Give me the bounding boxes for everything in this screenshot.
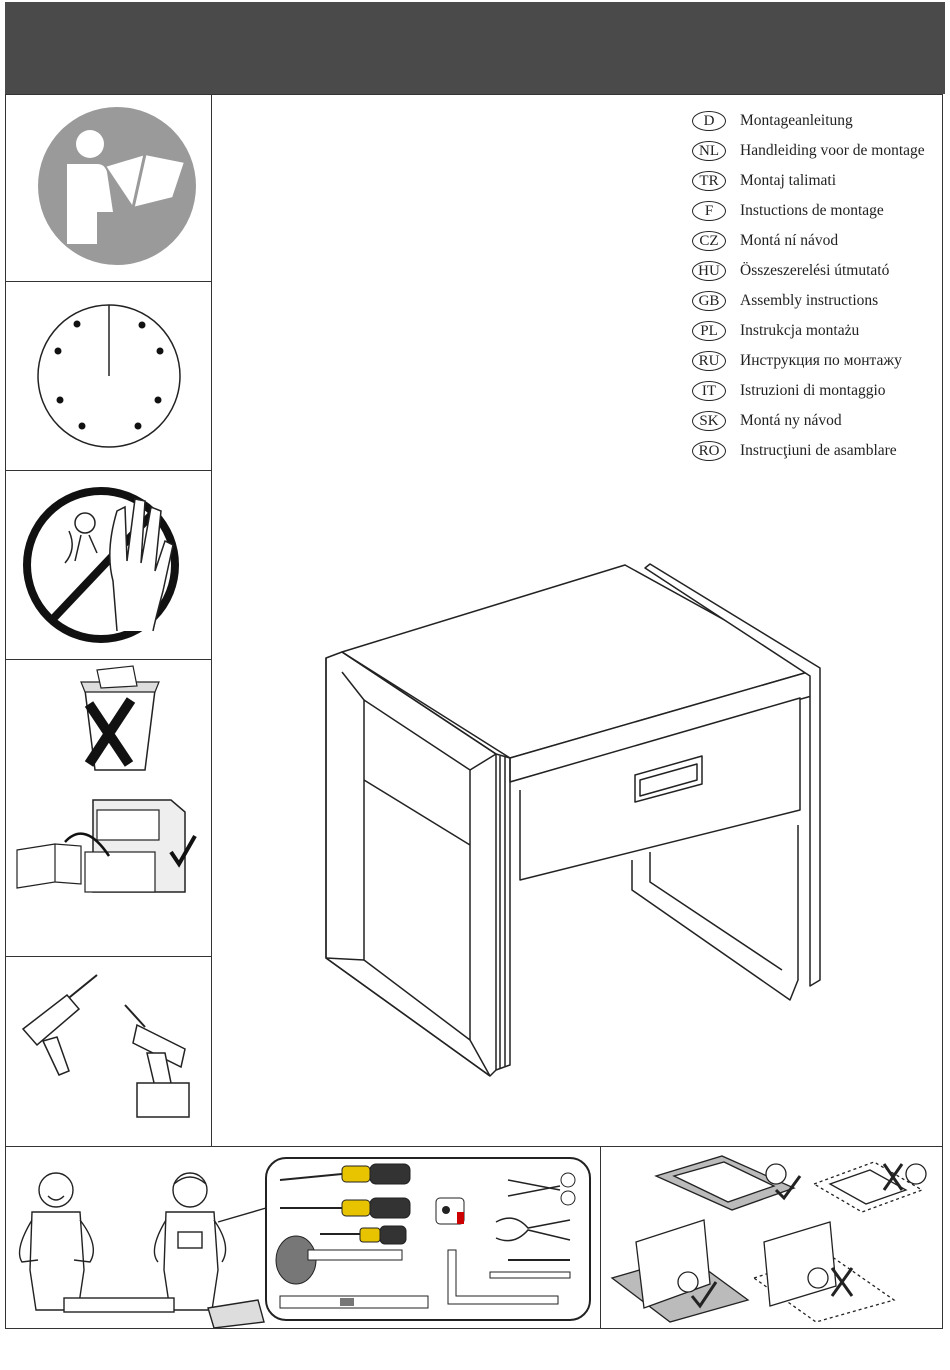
drill-bit-icon	[490, 1272, 570, 1278]
store-instructions-icon	[5, 660, 211, 957]
language-item: CZ Montá ní návod	[692, 226, 947, 256]
language-item: PL Instrukcja montażu	[692, 316, 947, 346]
language-item: IT Istruzioni di montaggio	[692, 376, 947, 406]
tape-measure-icon	[436, 1198, 464, 1224]
assembly-people-illustration	[8, 1150, 598, 1328]
language-label: Instrukcja montażu	[740, 322, 859, 340]
language-label: Összeszerelési útmutató	[740, 262, 889, 280]
language-label: Инструкция по монтажу	[740, 352, 902, 370]
language-code-badge: SK	[692, 411, 726, 431]
language-item: D Montageanleitung	[692, 106, 947, 136]
power-tools-icon	[5, 957, 211, 1146]
language-code-badge: RU	[692, 351, 726, 371]
read-manual-icon	[5, 94, 211, 282]
assemble-on-soft-surface-ok	[656, 1156, 800, 1210]
language-label: Montá ny návod	[740, 412, 842, 430]
language-code-badge: NL	[692, 141, 726, 161]
header-bar	[5, 2, 945, 94]
language-code-badge: D	[692, 111, 726, 131]
language-item: SK Montá ny návod	[692, 406, 947, 436]
keep-away-from-children-icon	[5, 471, 211, 660]
language-item: RU Инструкция по монтажу	[692, 346, 947, 376]
language-code-badge: GB	[692, 291, 726, 311]
hard-floor-upright-wrong	[754, 1222, 894, 1322]
surface-tips-illustration	[604, 1150, 942, 1328]
language-code-badge: HU	[692, 261, 726, 281]
clock-icon	[5, 282, 211, 471]
power-tools-cell	[5, 957, 211, 1146]
children-warning-cell	[5, 471, 211, 660]
language-label: Instuctions de montage	[740, 202, 884, 220]
language-code-badge: CZ	[692, 231, 726, 251]
language-code-badge: TR	[692, 171, 726, 191]
language-item: HU Összeszerelési útmutató	[692, 256, 947, 286]
bedside-table-illustration	[320, 560, 830, 1085]
language-item: F Instuctions de montage	[692, 196, 947, 226]
safety-sidebar	[5, 94, 212, 1146]
language-list: D Montageanleitung NL Handleiding voor de …	[692, 106, 947, 466]
storage-cell	[5, 660, 211, 957]
panel-divider	[600, 1146, 601, 1329]
language-item: RO Instrucţiuni de asamblare	[692, 436, 947, 466]
language-label: Handleiding voor de montage	[740, 142, 925, 160]
language-item: NL Handleiding voor de montage	[692, 136, 947, 166]
language-code-badge: F	[692, 201, 726, 221]
language-label: Assembly instructions	[740, 292, 878, 310]
spirit-level-icon	[280, 1296, 428, 1308]
language-code-badge: RO	[692, 441, 726, 461]
language-item: TR Montaj talimati	[692, 166, 947, 196]
language-label: Montageanleitung	[740, 112, 853, 130]
soft-surface-upright-ok	[612, 1220, 748, 1322]
language-item: GB Assembly instructions	[692, 286, 947, 316]
language-label: Montaj talimati	[740, 172, 836, 190]
language-code-badge: PL	[692, 321, 726, 341]
language-code-badge: IT	[692, 381, 726, 401]
do-not-assemble-on-hard-floor	[814, 1162, 926, 1212]
clock-cell	[5, 282, 211, 471]
read-manual-cell	[5, 94, 211, 282]
language-label: Istruzioni di montaggio	[740, 382, 886, 400]
language-label: Montá ní návod	[740, 232, 838, 250]
language-label: Instrucţiuni de asamblare	[740, 442, 897, 460]
